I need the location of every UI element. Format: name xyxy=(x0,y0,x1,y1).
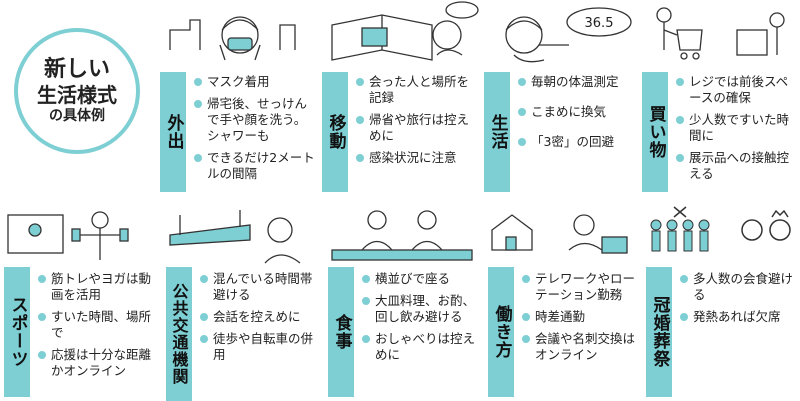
category-label: 買い物 xyxy=(642,72,668,192)
panel-travel: 移動 会った人と場所を記録 帰省や旅行は控えめに 感染状況に注意 xyxy=(322,0,482,200)
category-label: 生活 xyxy=(484,72,510,192)
category-label: 外出 xyxy=(160,72,186,192)
list-item: 感染状況に注意 xyxy=(354,150,480,166)
weight-training-illustration xyxy=(7,211,129,260)
list-item: 毎朝の体温測定 xyxy=(516,74,636,90)
category-label: スポーツ xyxy=(4,267,30,397)
thermometer-person-illustration: 36.5 xyxy=(505,7,632,63)
title-badge: 新しい 生活様式 の具体例 xyxy=(14,28,140,154)
title-line-3: の具体例 xyxy=(49,108,105,124)
telework-illustration xyxy=(491,214,628,254)
list-item: レジでは前後スペースの確保 xyxy=(674,74,798,106)
item-list: 筋トレやヨガは動画を活用 すいた時間、場所で 応援は十分な距離かオンライン xyxy=(36,271,158,385)
list-item: 帰省や旅行は控えめに xyxy=(354,112,480,144)
item-list: 毎朝の体温測定 こまめに換気 「3密」の回避 xyxy=(516,74,636,156)
item-list: テレワークやローテーション勤務 時差通勤 会議や名刺交換はオンライン xyxy=(520,271,638,369)
list-item: 会った人と場所を記録 xyxy=(354,74,480,106)
mask-person-illustration xyxy=(169,16,296,61)
list-item: 時差通勤 xyxy=(520,309,638,325)
list-item: 発熱あれば欠席 xyxy=(678,309,798,325)
crowd-wedding-illustration xyxy=(650,206,791,252)
category-label: 冠婚葬祭 xyxy=(646,267,672,397)
list-item: 「3密」の回避 xyxy=(516,134,636,150)
panel-public-transport: 公共交通機関 混んでいる時間帯避ける 会話を控えめに 徒歩や自転車の併用 xyxy=(160,205,320,401)
panel-shopping: 買い物 レジでは前後スペースの確保 少人数ですいた時間に 展示品への接触控える xyxy=(642,0,800,200)
list-item: おしゃべりは控えめに xyxy=(360,331,480,363)
list-item: できるだけ2メートルの間隔 xyxy=(192,150,318,182)
panel-work-style: 働き方 テレワークやローテーション勤務 時差通勤 会議や名刺交換はオンライン xyxy=(484,205,639,401)
thermometer-reading: 36.5 xyxy=(585,16,614,31)
list-item: 混んでいる時間帯避ける xyxy=(198,271,318,303)
item-list: 会った人と場所を記録 帰省や旅行は控えめに 感染状況に注意 xyxy=(354,74,480,172)
item-list: 多人数の会食避ける 発熱あれば欠席 xyxy=(678,271,798,331)
list-item: 会話を控えめに xyxy=(198,309,318,325)
list-item: テレワークやローテーション勤務 xyxy=(520,271,638,303)
category-label: 公共交通機関 xyxy=(166,267,192,401)
list-item: マスク着用 xyxy=(192,74,318,90)
item-list: 混んでいる時間帯避ける 会話を控えめに 徒歩や自転車の併用 xyxy=(198,271,318,369)
list-item: 徒歩や自転車の併用 xyxy=(198,331,318,363)
list-item: すいた時間、場所で xyxy=(36,309,158,341)
writing-notebook-illustration xyxy=(331,1,479,61)
panel-daily-life: 36.5 生活 毎朝の体温測定 こまめに換気 「3密」の回避 xyxy=(484,0,639,200)
list-item: 横並びで座る xyxy=(360,271,480,287)
list-item: こまめに換気 xyxy=(516,104,636,120)
panel-dining: 食事 横並びで座る 大皿料理、お酌、回し飲み避ける おしゃべりは控えめに xyxy=(322,205,482,401)
item-list: マスク着用 帰宅後、せっけんで手や顔を洗う。シャワーも できるだけ2メートルの間… xyxy=(192,74,318,188)
list-item: 会議や名刺交換はオンライン xyxy=(520,331,638,363)
shopping-cart-illustration xyxy=(656,7,785,60)
list-item: 筋トレやヨガは動画を活用 xyxy=(36,271,158,303)
item-list: レジでは前後スペースの確保 少人数ですいた時間に 展示品への接触控える xyxy=(674,74,798,188)
dining-side-by-side-illustration xyxy=(331,210,473,261)
category-label: 食事 xyxy=(328,267,354,397)
title-line-2: 生活様式 xyxy=(37,83,117,107)
list-item: 多人数の会食避ける xyxy=(678,271,798,303)
title-line-1: 新しい xyxy=(43,57,110,82)
train-passenger-illustration xyxy=(169,210,301,264)
category-label: 移動 xyxy=(322,72,348,192)
panel-outing: 外出 マスク着用 帰宅後、せっけんで手や顔を洗う。シャワーも できるだけ2メート… xyxy=(160,0,320,200)
list-item: 大皿料理、お酌、回し飲み避ける xyxy=(360,293,480,325)
list-item: 帰宅後、せっけんで手や顔を洗う。シャワーも xyxy=(192,96,318,144)
category-label: 働き方 xyxy=(488,267,514,397)
item-list: 横並びで座る 大皿料理、お酌、回し飲み避ける おしゃべりは控えめに xyxy=(360,271,480,369)
list-item: 応援は十分な距離かオンライン xyxy=(36,347,158,379)
panel-ceremonies: 冠婚葬祭 多人数の会食避ける 発熱あれば欠席 xyxy=(642,205,800,401)
list-item: 展示品への接触控える xyxy=(674,150,798,182)
panel-sports: スポーツ 筋トレやヨガは動画を活用 すいた時間、場所で 応援は十分な距離かオンラ… xyxy=(0,205,160,401)
list-item: 少人数ですいた時間に xyxy=(674,112,798,144)
